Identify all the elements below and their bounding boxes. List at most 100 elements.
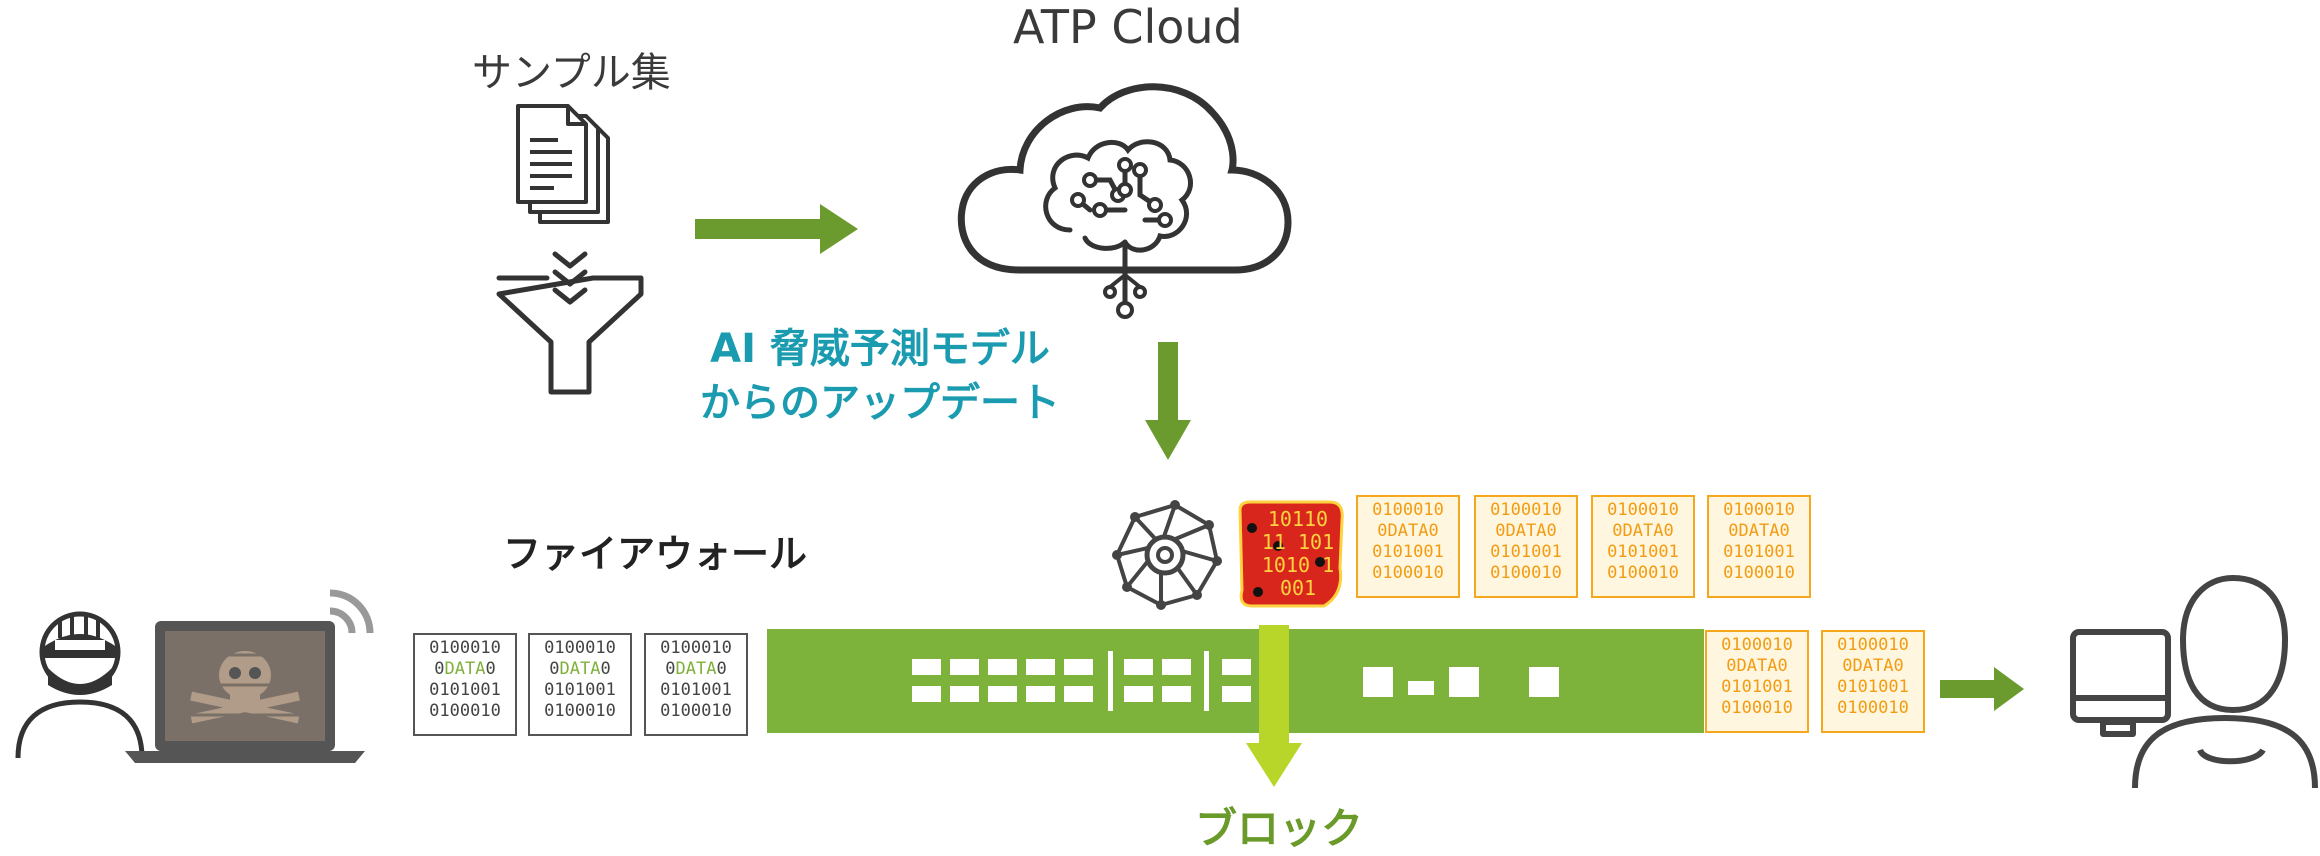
packet-line3: 0101001 <box>1723 542 1795 562</box>
data-packet-inspected: 0100010 0DATA0 0101001 0100010 <box>1707 495 1811 598</box>
packet-line3: 0101001 <box>544 680 616 700</box>
packet-line1: 0100010 <box>660 638 732 658</box>
status-led <box>1529 667 1559 697</box>
funnel-icon <box>496 251 644 395</box>
packet-line2a: 0 <box>665 659 676 679</box>
data-packet-passed: 0100010 0DATA0 0101001 0100010 <box>1705 630 1809 733</box>
packet-line2b: 0 <box>485 659 496 679</box>
packet-line2b: 0 <box>1779 521 1790 541</box>
packet-line4: 0100010 <box>1372 563 1444 583</box>
ai-update-line2: からのアップデート <box>700 380 1060 426</box>
status-led <box>1449 667 1479 697</box>
packet-line1: 0100010 <box>1721 635 1793 655</box>
port <box>1162 659 1191 675</box>
documents-icon <box>516 104 610 224</box>
port <box>1064 659 1093 675</box>
block-label: ブロック <box>1195 804 1364 853</box>
packet-line1: 0100010 <box>1723 500 1795 520</box>
packet-line3: 0101001 <box>1490 542 1562 562</box>
packet-line2a: 0 <box>1612 521 1623 541</box>
packet-line4: 0100010 <box>1837 698 1909 718</box>
ai-update-line1: AI 脅威予測モデル <box>710 326 1050 372</box>
status-led <box>1408 681 1434 695</box>
data-packet: 0100010 0DATA0 0101001 0100010 <box>528 633 632 736</box>
port <box>912 686 941 702</box>
port <box>988 659 1017 675</box>
packet-line2b: 0 <box>1663 521 1674 541</box>
data-packet-inspected: 0100010 0DATA0 0101001 0100010 <box>1474 495 1578 598</box>
port <box>1222 659 1251 675</box>
block-arrow <box>1246 625 1302 787</box>
packet-line2-mid: DATA <box>559 659 601 679</box>
packet-line2b: 0 <box>600 659 611 679</box>
cloud-title: ATP Cloud <box>1013 0 1243 54</box>
packet-line4: 0100010 <box>1607 563 1679 583</box>
packet-line4: 0100010 <box>429 701 501 721</box>
cloud-brain-icon <box>957 83 1292 319</box>
port <box>988 686 1017 702</box>
data-packet: 0100010 0DATA0 0101001 0100010 <box>413 633 517 736</box>
laptop-skull-icon <box>125 589 374 763</box>
packet-line2b: 0 <box>1546 521 1557 541</box>
packet-line1: 0100010 <box>429 638 501 658</box>
packet-line2-mid: DATA <box>1622 521 1664 541</box>
packet-line3: 0101001 <box>1721 677 1793 697</box>
malware-line3: 1010 1 <box>1261 553 1335 577</box>
packet-line1: 0100010 <box>1372 500 1444 520</box>
malware-line4: 001 <box>1279 576 1317 600</box>
packet-line3: 0101001 <box>1607 542 1679 562</box>
packet-line2-mid: DATA <box>1736 656 1778 676</box>
sample-set-label: サンプル集 <box>472 50 671 96</box>
port <box>950 659 979 675</box>
packet-line3: 0101001 <box>429 680 501 700</box>
packet-line2a: 0 <box>1842 656 1853 676</box>
packet-line2-mid: DATA <box>675 659 717 679</box>
port-divider <box>1108 651 1113 711</box>
packet-line4: 0100010 <box>544 701 616 721</box>
data-packet-passed: 0100010 0DATA0 0101001 0100010 <box>1821 630 1925 733</box>
packet-line2b: 0 <box>716 659 727 679</box>
packet-line2a: 0 <box>1495 521 1506 541</box>
port <box>1222 686 1251 702</box>
packet-line2-mid: DATA <box>1852 656 1894 676</box>
packet-line2-mid: DATA <box>1505 521 1547 541</box>
packet-line1: 0100010 <box>1490 500 1562 520</box>
port <box>1162 686 1191 702</box>
firewall-appliance <box>767 629 1704 733</box>
packet-line2b: 0 <box>1893 656 1904 676</box>
arrow-cloud-to-firewall <box>1145 342 1191 460</box>
user-computer-icon <box>2070 575 2318 789</box>
port <box>912 659 941 675</box>
packet-line1: 0100010 <box>544 638 616 658</box>
packet-line2a: 0 <box>434 659 445 679</box>
packet-line1: 0100010 <box>1837 635 1909 655</box>
port <box>1124 659 1153 675</box>
ai-update-label: AI 脅威予測モデル からのアップデート <box>700 322 1060 430</box>
packet-line2-mid: DATA <box>1387 521 1429 541</box>
packet-line2a: 0 <box>1377 521 1388 541</box>
arrow-to-cloud <box>695 204 858 254</box>
ai-gear-brain-icon <box>1112 500 1222 610</box>
packet-line4: 0100010 <box>1490 563 1562 583</box>
port-divider <box>1204 651 1209 711</box>
hacker-icon <box>15 611 145 759</box>
arrow-to-user <box>1940 667 2024 711</box>
data-packet: 0100010 0DATA0 0101001 0100010 <box>644 633 748 736</box>
port <box>1026 659 1055 675</box>
malware-line2: 11 101 <box>1261 530 1335 554</box>
data-packet-inspected: 0100010 0DATA0 0101001 0100010 <box>1591 495 1695 598</box>
port <box>950 686 979 702</box>
packet-line2-mid: DATA <box>444 659 486 679</box>
packet-line3: 0101001 <box>1372 542 1444 562</box>
port <box>1124 686 1153 702</box>
packet-line2b: 0 <box>1428 521 1439 541</box>
port <box>1026 686 1055 702</box>
packet-line4: 0100010 <box>1723 563 1795 583</box>
packet-line3: 0101001 <box>660 680 732 700</box>
packet-line4: 0100010 <box>660 701 732 721</box>
packet-line2-mid: DATA <box>1738 521 1780 541</box>
packet-line2a: 0 <box>1726 656 1737 676</box>
status-led <box>1363 667 1393 697</box>
malware-line1: 10110 <box>1267 507 1329 531</box>
malware-binary: 10110 11 101 1010 1 001 <box>1250 508 1346 600</box>
